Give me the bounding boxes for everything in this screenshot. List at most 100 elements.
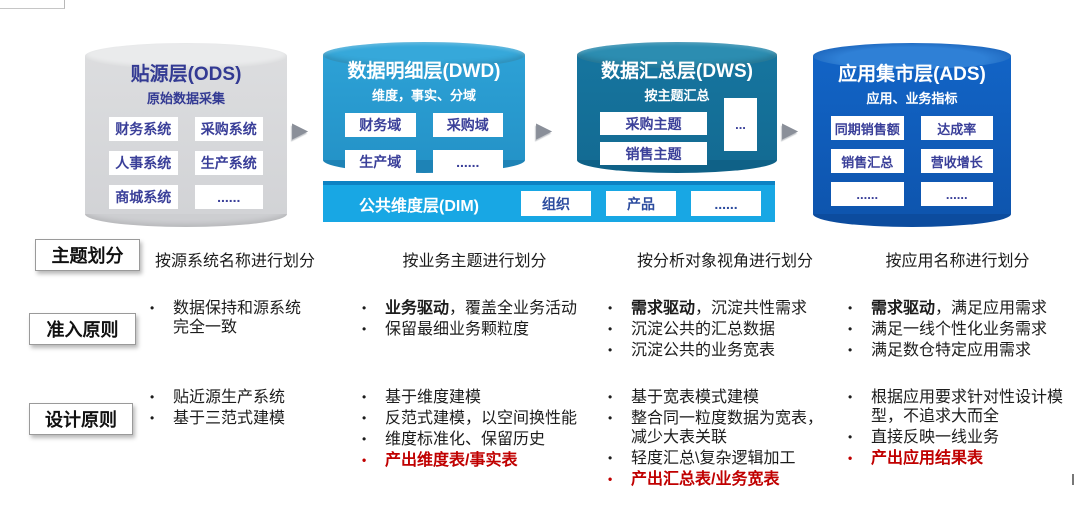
data-domain-box: 财务域: [345, 113, 416, 137]
principle-text: 产出维度表/事实表: [385, 452, 518, 469]
corner-artifact: [0, 0, 65, 9]
bullet-icon: •: [608, 472, 613, 486]
admission-principles-dws: •需求驱动，沉淀共性需求•沉淀公共的汇总数据•沉淀公共的业务宽表: [608, 299, 807, 360]
bullet-icon: •: [362, 453, 367, 467]
layer-ads-cylinder: 应用集市层(ADS) 应用、业务指标 同期销售额达成率销售汇总营收增长.....…: [813, 43, 1011, 227]
principle-item-highlight: • 产出维度表/事实表: [362, 451, 577, 470]
layer-subtitle-ods: 原始数据采集: [146, 91, 225, 106]
layer-subtitle-ads: 应用、业务指标: [866, 91, 958, 106]
principle-text: 保留最细业务颗粒度: [385, 321, 530, 338]
cylinder-top: [577, 42, 777, 68]
layer-items-dws: 采购主题销售主题: [600, 112, 707, 165]
principle-text: 满足数仓特定应用需求: [871, 342, 1032, 359]
layer-items-ads: 同期销售额达成率销售汇总营收增长............: [831, 116, 993, 206]
division-dws: 按分析对象视角进行划分: [636, 253, 813, 270]
cylinder-top: [85, 43, 287, 69]
principle-text: 业务驱动，覆盖全业务活动: [385, 300, 578, 317]
data-domain-box: 采购域: [432, 113, 503, 137]
bullet-icon: •: [848, 343, 853, 357]
principle-text: 反范式建模，以空间换性能: [385, 410, 578, 427]
principle-item: • 根据应用要求针对性设计模型，不追求大而全: [848, 388, 1071, 426]
principle-text: 贴近源生产系统: [173, 389, 286, 406]
bullet-icon: •: [848, 322, 853, 336]
bullet-icon: •: [150, 390, 155, 404]
principle-item: • 贴近源生产系统: [150, 388, 285, 407]
source-system-box: 财务系统: [109, 117, 178, 141]
bullet-icon: •: [362, 411, 367, 425]
principle-text: 基于宽表模式建模: [631, 389, 760, 406]
admission-principles-ads: •需求驱动，满足应用需求•满足一线个性化业务需求•满足数仓特定应用需求: [848, 299, 1047, 360]
flow-arrow-icon: ▶: [536, 119, 553, 142]
bullet-icon: •: [848, 390, 853, 404]
dim-layer-items: 组织产品......: [521, 191, 761, 216]
principle-text: 直接反映一线业务: [871, 429, 1000, 446]
row-label-admission-principles: 准入原则: [29, 313, 136, 345]
dim-layer-title: 公共维度层(DIM): [359, 197, 479, 215]
principle-text: 根据应用要求针对性设计模型，不追求大而全: [871, 389, 1064, 425]
principle-text: 产出汇总表/业务宽表: [631, 471, 780, 488]
principle-item: • 保留最细业务颗粒度: [362, 320, 577, 339]
layer-title-ads: 应用集市层(ADS): [838, 64, 986, 85]
metric-box: ......: [831, 182, 904, 206]
layer-dwd-cylinder: 数据明细层(DWD) 维度，事实、分域 财务域采购域生产域......: [323, 42, 525, 174]
metric-box: ......: [920, 182, 993, 206]
principle-item: • 满足数仓特定应用需求: [848, 341, 1047, 360]
principle-item: •需求驱动，满足应用需求: [848, 299, 1047, 318]
theme-box: 销售主题: [600, 142, 707, 165]
principle-text: 需求驱动，满足应用需求: [871, 300, 1048, 317]
principle-item: • 基于维度建模: [362, 388, 577, 407]
principle-item-highlight: • 产出汇总表/业务宽表: [608, 470, 831, 489]
source-system-box: ......: [194, 185, 263, 209]
bullet-icon: •: [608, 343, 613, 357]
layer-ods-cylinder: 贴源层(ODS) 原始数据采集 财务系统采购系统人事系统生产系统商城系统....…: [85, 43, 287, 227]
principle-item: •沉淀公共的汇总数据: [608, 320, 807, 339]
principle-text: 产出应用结果表: [871, 450, 984, 467]
principle-text: 需求驱动，沉淀共性需求: [631, 300, 808, 317]
source-system-box: 商城系统: [109, 185, 178, 209]
division-ods: 按源系统名称进行划分: [154, 253, 315, 270]
design-principles-ods: • 贴近源生产系统 • 基于三范式建模: [150, 388, 285, 428]
principle-item: •维度标准化、保留历史: [362, 430, 577, 449]
dim-layer-bar: 公共维度层(DIM) 组织产品......: [323, 181, 775, 222]
bullet-icon: •: [362, 390, 367, 404]
principle-item: • 反范式建模，以空间换性能: [362, 409, 577, 428]
bullet-icon: •: [608, 451, 613, 465]
principle-text: 整合同一粒度数据为宽表，减少大表关联: [631, 410, 824, 446]
flow-arrow-icon: ▶: [782, 119, 799, 142]
flow-arrow-icon: ▶: [292, 119, 309, 142]
principle-text: 基于维度建模: [385, 389, 482, 406]
bullet-icon: •: [608, 411, 613, 425]
design-principles-dwd: • 基于维度建模 • 反范式建模，以空间换性能 •维度标准化、保留历史 • 产出维度表/事实…: [362, 388, 577, 470]
row-label-theme-division: 主题划分: [35, 239, 140, 271]
metric-box: 销售汇总: [831, 149, 904, 173]
principle-item: • 基于三范式建模: [150, 409, 285, 428]
data-domain-box: 生产域: [345, 150, 416, 174]
principle-text: 维度标准化、保留历史: [385, 431, 546, 448]
row-label-design-principles: 设计原则: [29, 403, 133, 435]
text-cursor-artifact: [1072, 474, 1074, 485]
metric-box: 达成率: [920, 116, 993, 140]
data-domain-box: ......: [432, 150, 503, 174]
admission-principles-dwd: • 业务驱动，覆盖全业务活动 • 保留最细业务颗粒度: [362, 299, 577, 339]
layer-subtitle-dws: 按主题汇总: [644, 88, 710, 103]
bullet-icon: •: [362, 322, 367, 336]
bullet-icon: •: [362, 301, 367, 315]
bullet-icon: •: [848, 430, 853, 444]
layer-title-ods: 贴源层(ODS): [130, 64, 242, 85]
design-principles-ads: • 根据应用要求针对性设计模型，不追求大而全 • 直接反映一线业务 •产出应用结果表: [848, 388, 1071, 468]
layer-items-dwd: 财务域采购域生产域......: [345, 113, 503, 174]
metric-box: 同期销售额: [831, 116, 904, 140]
principle-text: 数据保持和源系统完全一致: [173, 300, 302, 336]
bullet-icon: •: [150, 411, 155, 425]
principle-item: •沉淀公共的业务宽表: [608, 341, 807, 360]
principle-item: • 业务驱动，覆盖全业务活动: [362, 299, 577, 318]
source-system-box: 采购系统: [194, 117, 263, 141]
principle-text: 基于三范式建模: [173, 410, 286, 427]
division-ads: 按应用名称进行划分: [885, 253, 1030, 270]
principle-item-highlight: •产出应用结果表: [848, 449, 1071, 468]
principle-item: •需求驱动，沉淀共性需求: [608, 299, 807, 318]
cylinder-top: [323, 42, 525, 68]
dimension-box: ......: [691, 191, 761, 216]
source-system-box: 生产系统: [194, 151, 263, 175]
